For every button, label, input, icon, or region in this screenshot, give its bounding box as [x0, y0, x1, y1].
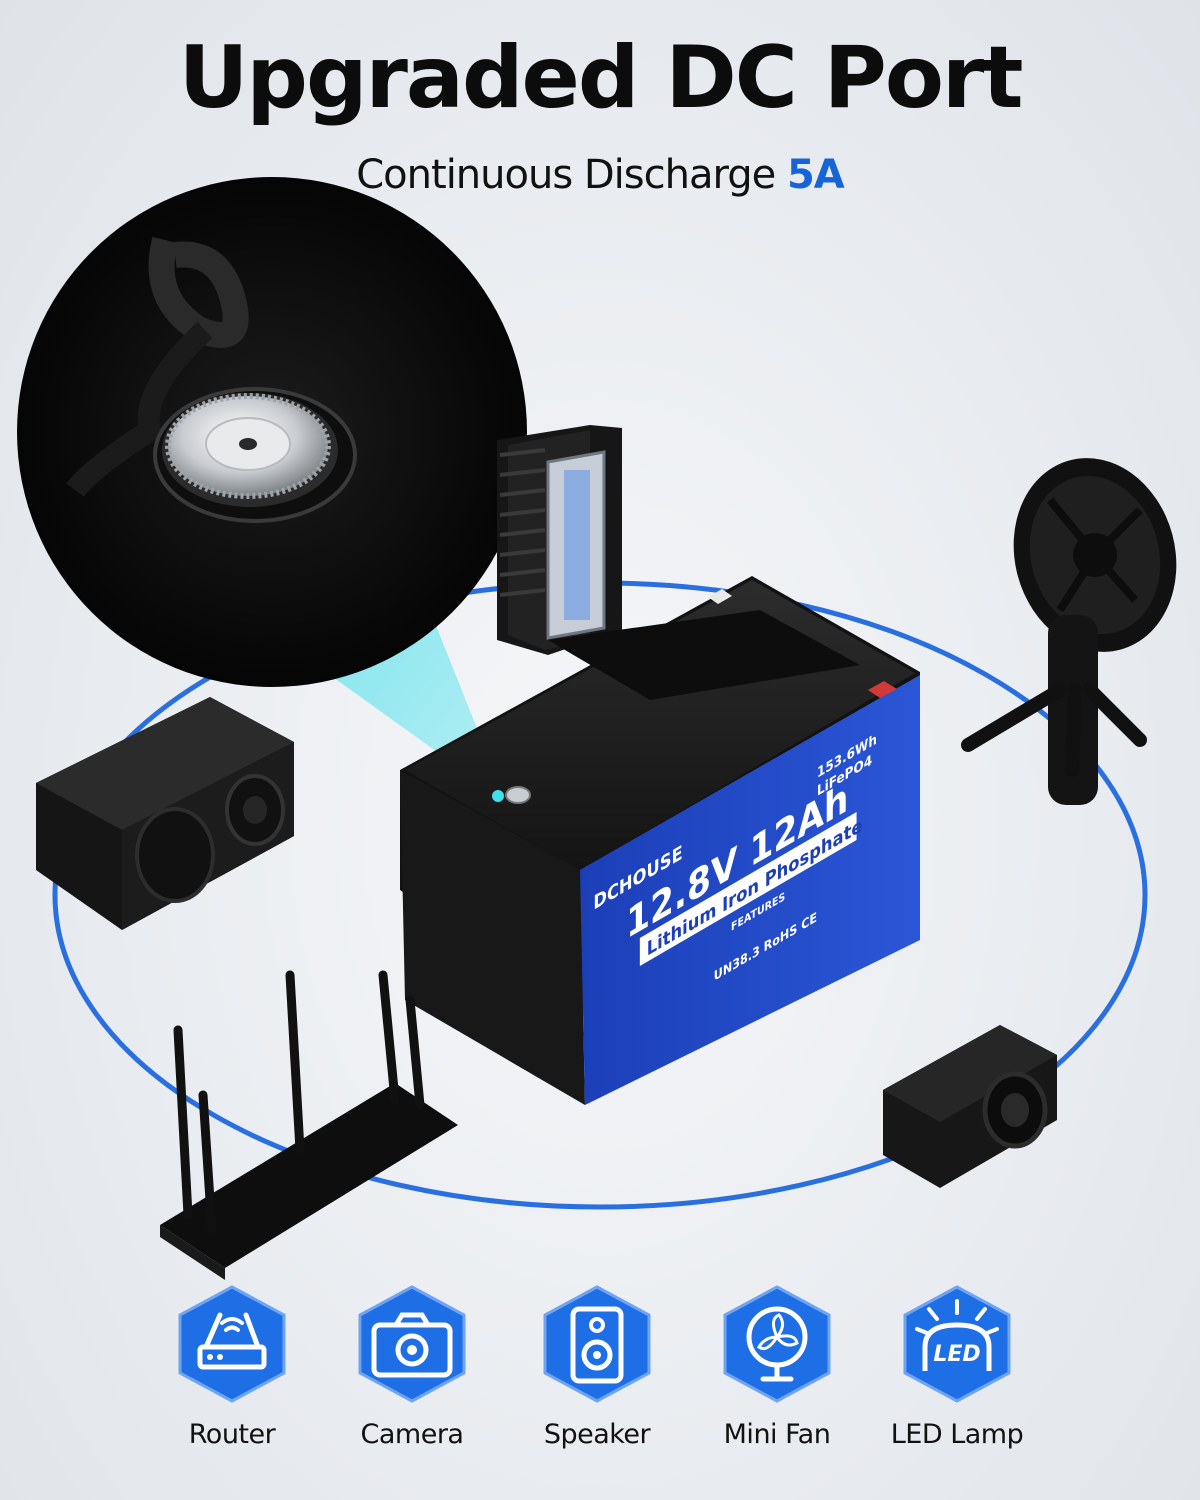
camera-icon — [358, 1285, 466, 1403]
device-item-speaker: Speaker — [507, 1285, 687, 1450]
product-scene: DCHOUSE 12.8V 12Ah Lithium Iron Phosphat… — [17, 177, 1177, 1280]
led-lamp-device — [497, 425, 622, 655]
headline: Upgraded DC Port — [178, 28, 1024, 128]
device-label: Router — [188, 1419, 276, 1450]
subheadline: Continuous Discharge 5A — [0, 152, 1200, 198]
device-icon-row: Router Camera Speaker — [0, 1285, 1200, 1485]
device-item-camera: Camera — [322, 1285, 502, 1450]
device-label: Speaker — [543, 1419, 651, 1450]
dc-port-zoom — [17, 177, 527, 687]
fan-icon — [723, 1285, 831, 1403]
device-label: Mini Fan — [723, 1419, 831, 1450]
device-item-router: Router — [142, 1285, 322, 1450]
discharge-value: 5A — [786, 152, 845, 198]
led-lamp-icon: LED — [903, 1285, 1011, 1403]
subheadline-text: Continuous Discharge — [356, 152, 776, 198]
router-device — [160, 970, 458, 1280]
device-item-led-lamp: LED LED Lamp — [867, 1285, 1047, 1450]
device-item-mini-fan: Mini Fan — [687, 1285, 867, 1450]
svg-text:LED: LED — [933, 1342, 980, 1367]
device-label: Camera — [360, 1419, 464, 1450]
router-icon — [178, 1285, 286, 1403]
battery: DCHOUSE 12.8V 12Ah Lithium Iron Phosphat… — [400, 576, 920, 1105]
speaker-icon — [543, 1285, 651, 1403]
speaker-device — [36, 697, 294, 930]
mini-fan-device — [961, 458, 1177, 805]
device-label: LED Lamp — [890, 1419, 1024, 1450]
camera-device — [883, 1025, 1057, 1188]
